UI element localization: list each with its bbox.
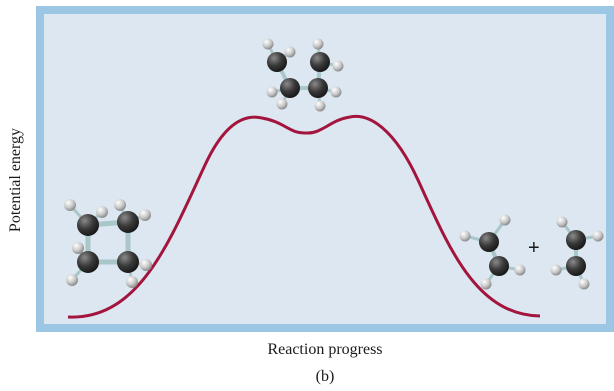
cyclobutane-molecule (64, 199, 152, 288)
ethylene-molecule (459, 214, 526, 290)
ethylene-molecule (550, 216, 604, 290)
transition-state-molecule (262, 38, 344, 112)
y-axis-label-text: Potential energy (7, 127, 24, 233)
figure-caption: (b) (315, 368, 335, 385)
plus-sign: + (528, 237, 540, 259)
energy-curve (67, 114, 541, 319)
y-axis-label: Potential energy (6, 128, 26, 232)
x-axis-label: Reaction progress (267, 341, 383, 358)
